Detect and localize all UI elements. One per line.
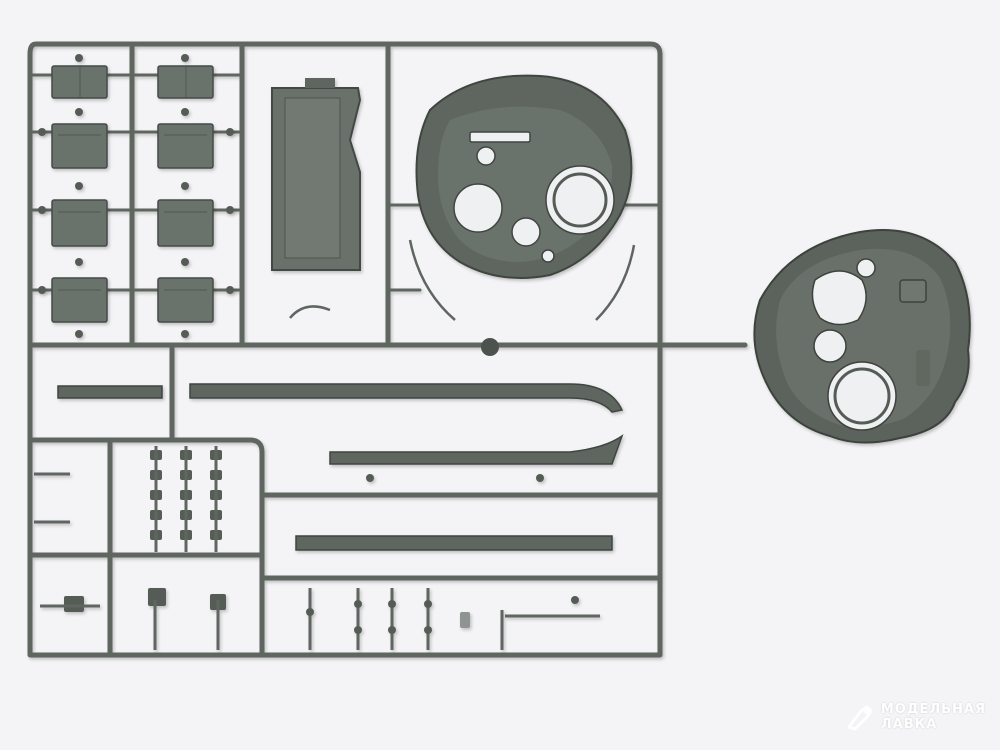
sprue-frame xyxy=(27,41,748,658)
hull-box-part xyxy=(271,78,362,271)
sprue-knob xyxy=(481,338,499,356)
fender-parts xyxy=(57,383,624,551)
watermark: МОДЕЛЬНАЯ ЛАВКА xyxy=(845,702,986,732)
watermark-line-2: ЛАВКА xyxy=(880,717,938,732)
thin-wire-parts xyxy=(289,239,636,321)
turret-part-detached xyxy=(753,229,971,444)
wrench-logo-icon xyxy=(847,705,873,731)
watermark-line-1: МОДЕЛЬНАЯ xyxy=(880,702,986,717)
turret-part-on-sprue xyxy=(415,74,633,280)
panel-parts xyxy=(38,54,234,338)
track-link-parts xyxy=(150,446,222,552)
small-parts xyxy=(34,472,600,650)
